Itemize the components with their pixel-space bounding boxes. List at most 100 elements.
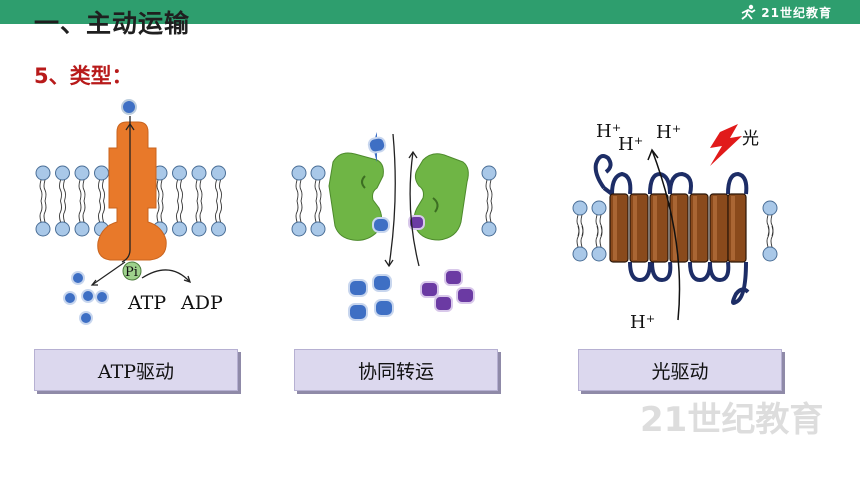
lipid-tail	[215, 179, 222, 202]
lipid-head	[55, 221, 70, 237]
helix-cylinder	[629, 193, 649, 263]
lipid-tail	[485, 179, 493, 202]
lipid-tail	[78, 179, 86, 202]
helix-cylinder	[649, 193, 669, 263]
lipid-tail	[39, 200, 47, 223]
rhodopsin-chain	[593, 154, 750, 305]
lipid-tail	[59, 179, 66, 202]
helix-cylinder	[727, 193, 747, 263]
lipid-head	[211, 165, 226, 181]
lipid-head	[310, 221, 326, 237]
lipid-tail	[295, 200, 303, 223]
lipid-tail	[766, 225, 774, 248]
purple-solutes	[408, 215, 475, 312]
atp-label: ATP	[127, 292, 166, 314]
proton-label-3: H⁺	[656, 122, 681, 143]
released-solutes	[63, 261, 126, 325]
helix-highlight	[653, 196, 657, 260]
lipid-head	[94, 165, 109, 181]
lipid-head	[74, 165, 90, 181]
header-bar: 21世纪教育	[0, 0, 860, 24]
lipid-head	[291, 165, 307, 181]
lipid-head	[762, 200, 778, 216]
lipid-head	[481, 165, 497, 181]
lipid-head	[591, 200, 607, 216]
membrane-bilayer	[572, 200, 778, 262]
atp-pump-diagram: Pi ATP ADP	[35, 99, 226, 325]
lipid-head	[481, 221, 497, 237]
lipid-tail	[39, 179, 47, 202]
cotransport-diagram	[291, 132, 497, 321]
lipid-head	[35, 165, 51, 181]
proton-label-2: H⁺	[618, 134, 643, 155]
helix-highlight	[673, 196, 677, 260]
lipid-head	[591, 246, 607, 262]
section-subtitle: 5、类型：	[34, 64, 133, 88]
helix-cylinder	[609, 193, 629, 263]
caption-light-driven: 光驱动	[578, 349, 782, 391]
transporter-left	[328, 152, 384, 241]
helix-cylinder	[689, 193, 709, 263]
lipid-tail	[59, 200, 66, 223]
lipid-tail	[195, 200, 203, 223]
lipid-head	[572, 246, 588, 262]
lipid-tail	[195, 179, 203, 202]
lipid-head	[55, 165, 70, 181]
proton-label-4: H⁺	[630, 312, 655, 333]
helix-cylinder	[709, 193, 729, 263]
lipid-head	[35, 221, 51, 237]
lipid-tail	[156, 200, 164, 223]
lipid-head	[74, 221, 90, 237]
lipid-tail	[595, 225, 603, 248]
transporter-right	[413, 153, 469, 241]
atp-to-adp-arrow	[141, 269, 191, 283]
lipid-head	[572, 200, 588, 216]
lightning-icon	[710, 124, 742, 166]
lipid-head	[172, 165, 187, 181]
lipid-tail	[314, 200, 322, 223]
brand-logo: 21世纪教育	[739, 2, 832, 22]
lipid-head	[191, 165, 207, 181]
lipid-head	[211, 221, 226, 237]
pi-label: Pi	[125, 265, 138, 280]
lipid-tail	[595, 214, 603, 237]
lipid-tail	[98, 179, 105, 202]
helix-highlight	[713, 196, 717, 260]
solute-molecule	[121, 99, 137, 115]
helix-highlight	[693, 196, 697, 260]
helix-cylinder	[669, 193, 689, 263]
proton-path-arrow	[651, 149, 681, 321]
lipid-tail	[98, 200, 105, 223]
caption-cotransport: 协同转运	[294, 349, 498, 391]
lipid-tail	[156, 179, 164, 202]
runner-icon	[741, 4, 756, 20]
light-driven-diagram: H⁺ H⁺ H⁺ 光 H⁺	[572, 121, 778, 333]
lipid-tail	[766, 214, 774, 237]
membrane-bilayer	[291, 165, 497, 237]
lipid-tail	[295, 179, 303, 202]
lipid-tail	[576, 225, 584, 248]
lipid-head	[191, 221, 207, 237]
lipid-tail	[176, 179, 183, 202]
helix-cylinders	[609, 193, 747, 263]
caption-atp-driven: ATP驱动	[34, 349, 238, 391]
pi-phosphate: Pi	[122, 261, 142, 281]
lipid-tail	[176, 200, 183, 223]
lipid-tail	[576, 214, 584, 237]
adp-label: ADP	[180, 292, 223, 314]
helix-highlight	[731, 196, 735, 260]
proton-label-1: H⁺	[596, 121, 621, 142]
cotransport-arrows	[384, 133, 420, 268]
atp-pump-protein	[97, 116, 167, 263]
lipid-tail	[485, 200, 493, 223]
helix-highlight	[613, 196, 617, 260]
lipid-tail	[314, 179, 322, 202]
lipid-head	[172, 221, 187, 237]
lipid-tail	[78, 200, 86, 223]
helix-highlight	[633, 196, 637, 260]
lipid-head	[310, 165, 326, 181]
light-label: 光	[742, 129, 759, 149]
lipid-tail	[215, 200, 222, 223]
blue-solutes	[348, 136, 394, 321]
logo-text: 21世纪教育	[761, 5, 832, 20]
